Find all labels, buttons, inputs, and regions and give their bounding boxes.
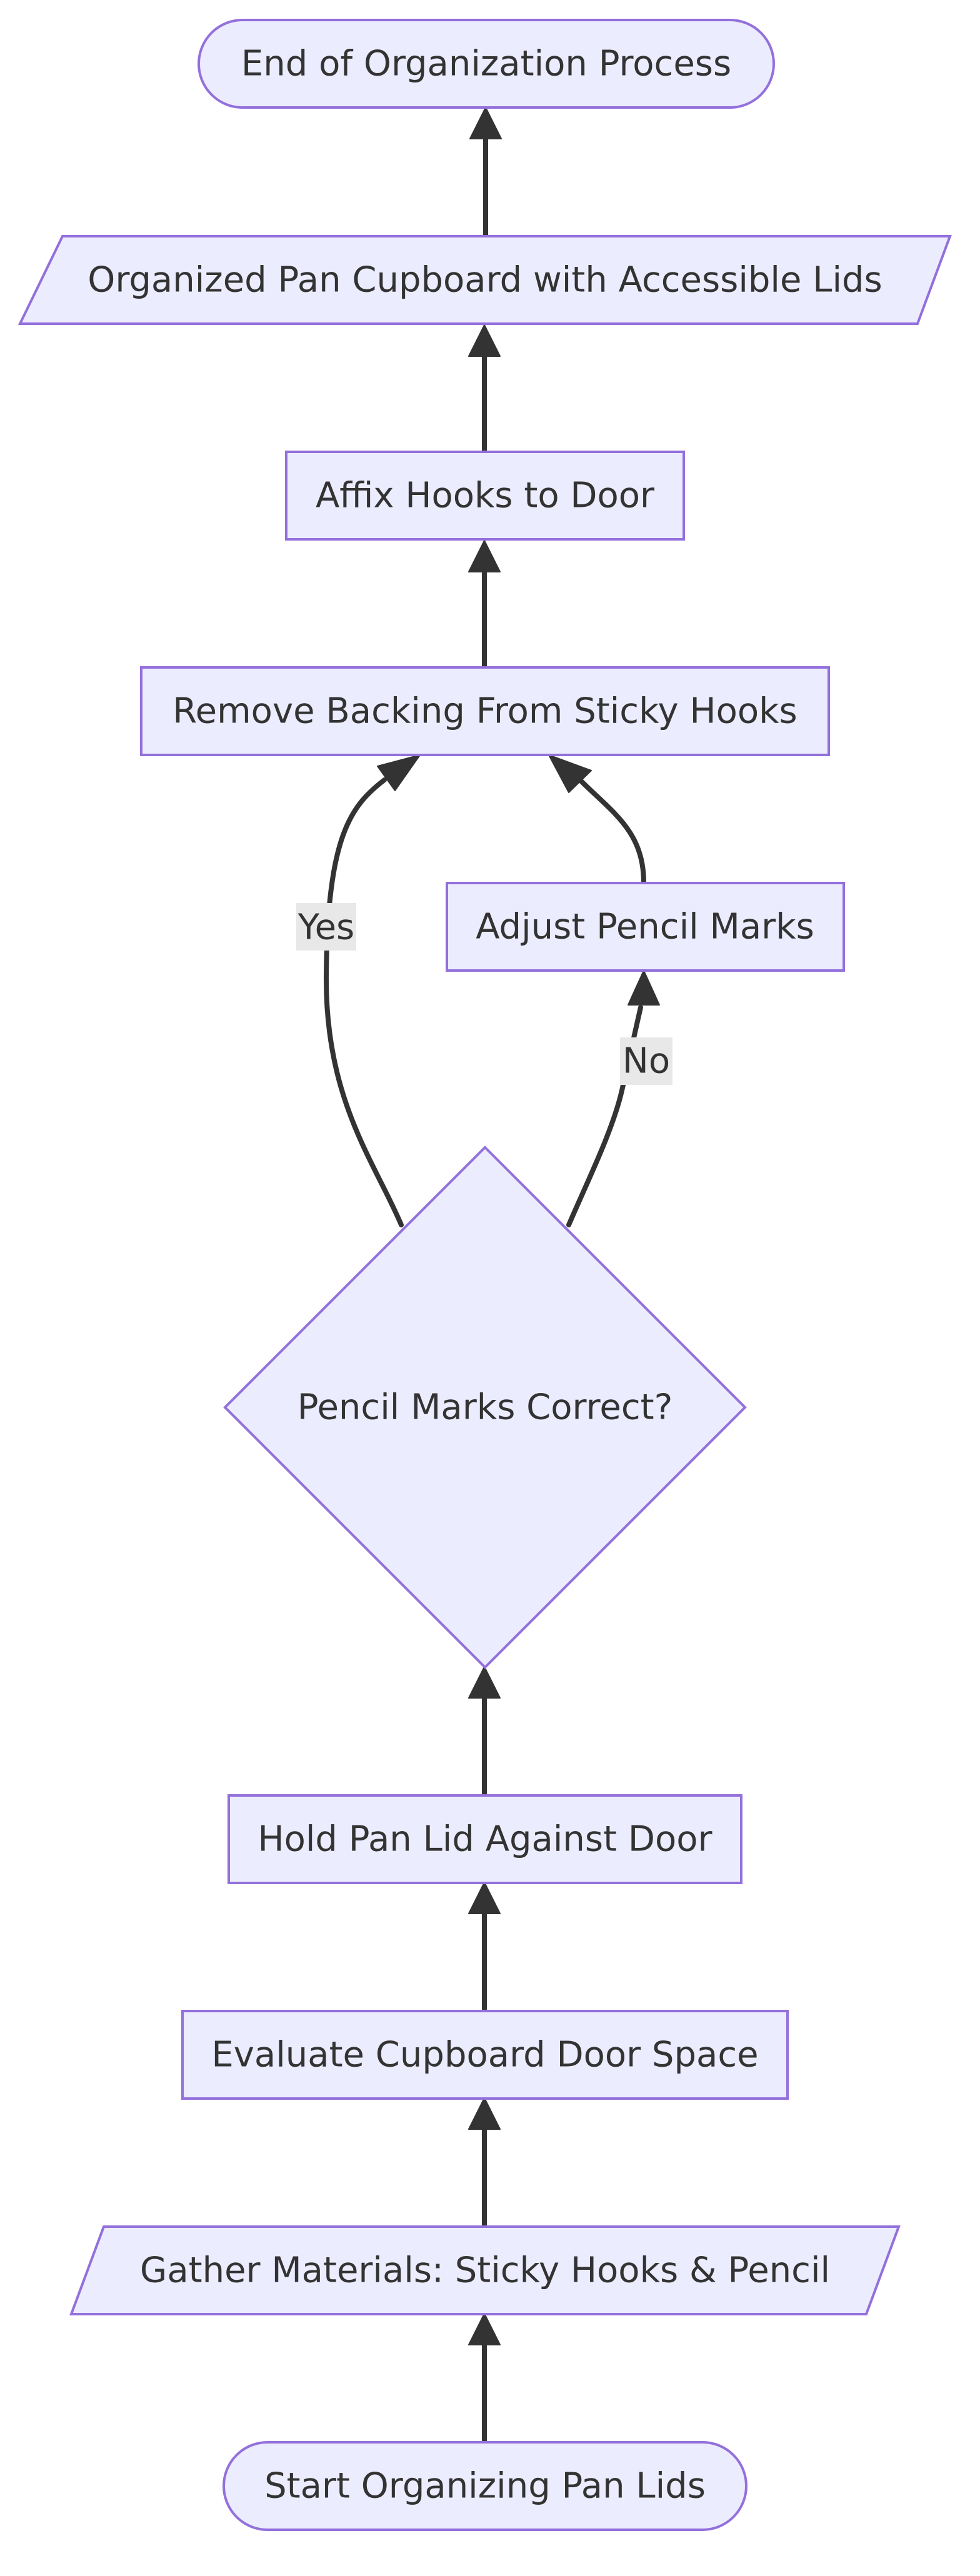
node-evaluate-label: Evaluate Cupboard Door Space xyxy=(211,2035,758,2075)
edge-adjust-to-remove xyxy=(579,779,646,886)
edge-label-no: No xyxy=(622,1041,670,1082)
arrow-head-affix xyxy=(468,540,501,572)
node-organized: Organized Pan Cupboard with Accessible L… xyxy=(18,235,952,325)
node-affix: Affix Hooks to Door xyxy=(285,451,685,541)
node-decision: Pencil Marks Correct? xyxy=(223,1146,747,1669)
node-end: End of Organization Process xyxy=(198,19,775,109)
node-end-label: End of Organization Process xyxy=(241,44,731,84)
node-end-shape xyxy=(198,19,775,109)
node-evaluate-shape xyxy=(181,2010,789,2100)
node-hold-label: Hold Pan Lid Against Door xyxy=(258,1819,712,1860)
arrow-head-organized xyxy=(468,324,501,357)
node-start-shape xyxy=(222,2441,748,2531)
node-gather-label: Gather Materials: Sticky Hooks & Pencil xyxy=(140,2250,830,2291)
edge-decision-to-remove xyxy=(323,777,404,1227)
arrow-head-end xyxy=(469,107,502,139)
node-start: Start Organizing Pan Lids xyxy=(222,2441,748,2531)
node-hold-shape xyxy=(228,1794,742,1884)
node-remove-shape xyxy=(140,666,830,756)
arrow-head-remove-right xyxy=(548,754,592,793)
node-hold: Hold Pan Lid Against Door xyxy=(228,1794,742,1884)
edges-layer xyxy=(323,107,660,2443)
node-remove-label: Remove Backing From Sticky Hooks xyxy=(172,691,797,732)
node-gather: Gather Materials: Sticky Hooks & Pencil xyxy=(69,2225,901,2315)
node-affix-label: Affix Hooks to Door xyxy=(316,476,655,516)
node-adjust-label: Adjust Pencil Marks xyxy=(476,907,814,947)
node-adjust-shape xyxy=(446,882,845,972)
arrow-head-hold xyxy=(468,1882,501,1914)
edge-labels-layer: Yes No xyxy=(296,903,672,1085)
edge-decision-to-adjust xyxy=(566,1005,643,1227)
nodes-layer: End of Organization Process Organized Pa… xyxy=(18,19,952,2531)
node-affix-shape xyxy=(285,451,685,541)
node-organized-label: Organized Pan Cupboard with Accessible L… xyxy=(88,260,882,301)
arrow-head-remove-left xyxy=(377,754,421,791)
arrow-head-adjust xyxy=(628,970,660,1006)
node-remove: Remove Backing From Sticky Hooks xyxy=(140,666,830,756)
arrow-head-gather xyxy=(468,2313,501,2345)
edge-label-no-bg xyxy=(620,1037,672,1085)
node-gather-shape xyxy=(69,2225,901,2315)
node-decision-shape xyxy=(223,1146,747,1669)
node-decision-label: Pencil Marks Correct? xyxy=(298,1387,673,1428)
node-organized-shape xyxy=(18,235,952,325)
node-evaluate: Evaluate Cupboard Door Space xyxy=(181,2010,789,2100)
arrow-head-decision xyxy=(468,1666,501,1699)
edge-label-yes-bg xyxy=(296,903,356,951)
edge-label-yes: Yes xyxy=(298,907,354,948)
arrow-head-evaluate xyxy=(468,2097,501,2130)
node-start-label: Start Organizing Pan Lids xyxy=(264,2466,706,2507)
node-adjust: Adjust Pencil Marks xyxy=(446,882,845,972)
